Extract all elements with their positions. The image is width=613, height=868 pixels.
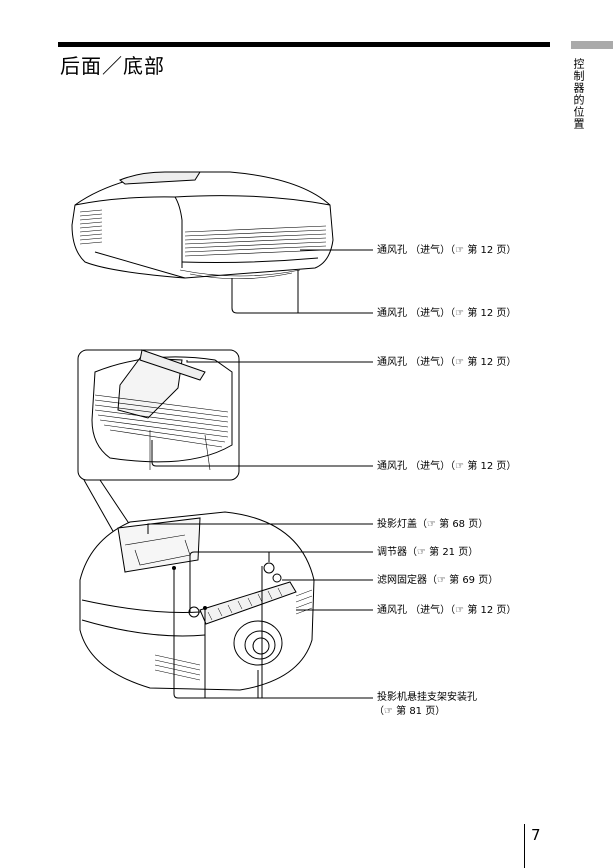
callout-inset-vent-lower: 通风孔 （进气）（☞ 第 12 页） (377, 461, 517, 472)
page-title: 后面／底部 (60, 54, 165, 78)
callout-filter-holder: 滤网固定器（☞ 第 69 页） (377, 575, 499, 586)
page-number-rule (524, 824, 525, 868)
section-side-label: 控制器的位置 (572, 58, 585, 130)
bottom-intake-detail-inset (77, 349, 240, 481)
page-number: 7 (531, 826, 541, 844)
callout-mount-holes-ref: （☞ 第 81 页） (374, 706, 446, 717)
projector-rear-view (71, 171, 334, 280)
section-tab-marker (571, 41, 613, 49)
callout-bottom-vent: 通风孔 （进气）（☞ 第 12 页） (377, 308, 517, 319)
title-rule (58, 42, 550, 47)
callout-rear-vent: 通风孔 （进气）（☞ 第 12 页） (377, 245, 517, 256)
callout-adjuster: 调节器（☞ 第 21 页） (377, 547, 479, 558)
callout-front-vent: 通风孔 （进气）（☞ 第 12 页） (377, 605, 517, 616)
callout-inset-vent-upper: 通风孔 （进气）（☞ 第 12 页） (377, 357, 517, 368)
projector-bottom-view (79, 511, 315, 691)
callout-lamp-cover: 投影灯盖（☞ 第 68 页） (377, 519, 489, 530)
callout-mount-holes: 投影机悬挂支架安装孔 (377, 692, 477, 703)
